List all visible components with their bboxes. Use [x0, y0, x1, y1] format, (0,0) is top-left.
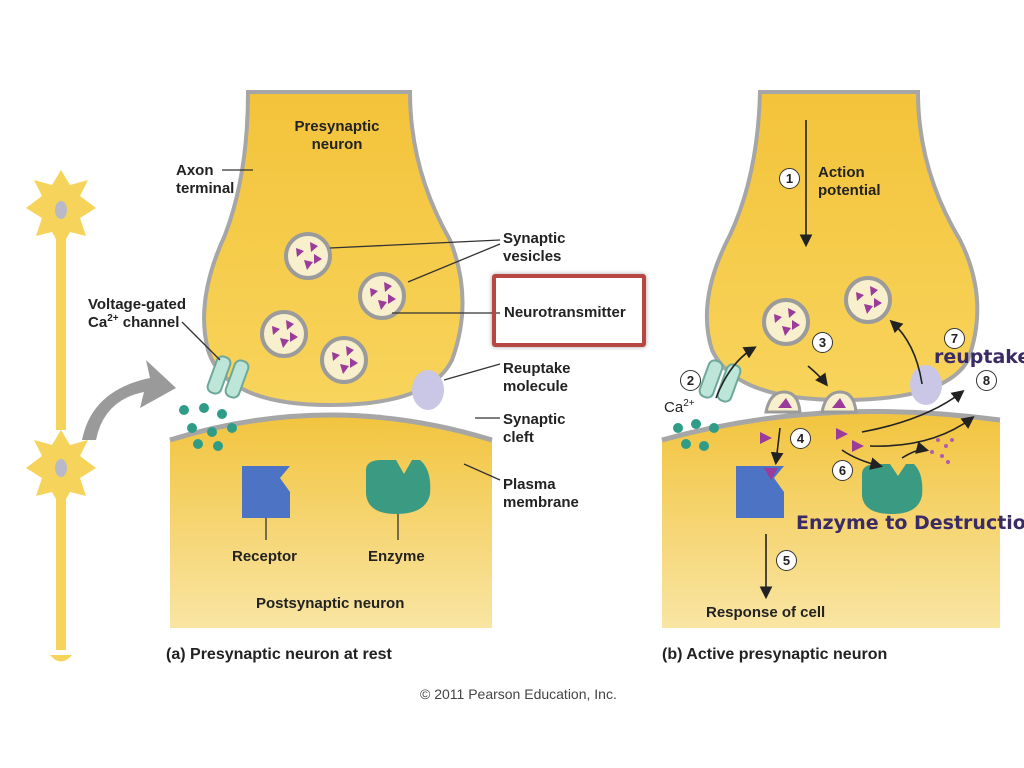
copyright-notice: © 2011 Pearson Education, Inc.: [420, 686, 617, 702]
label-axon-terminal: Axon terminal: [176, 162, 234, 198]
panel-b-arrows: [715, 120, 975, 600]
panel-b-reuptake-molecule: [910, 365, 942, 405]
label-reuptake-line1: Reuptake: [503, 360, 571, 377]
label-postsynaptic-neuron: Postsynaptic neuron: [256, 595, 405, 612]
label-receptor: Receptor: [232, 548, 298, 565]
step-7-marker: 7: [944, 328, 965, 349]
panel-a-receptor: [242, 466, 290, 518]
overlay-enzyme-to-destruction: Enzyme to Destruction: [796, 512, 1024, 534]
label-axon-line2: terminal: [176, 180, 235, 197]
step-6-marker: 6: [832, 460, 853, 481]
panel-a-ca-ions: [179, 403, 237, 451]
label-vesicles-line1: Synaptic: [503, 230, 566, 247]
label-synaptic-cleft: Synaptic cleft: [503, 411, 566, 447]
overlay-reuptake: reuptake: [934, 346, 1024, 368]
label-voltage-gated-line1: Voltage-gated: [88, 296, 187, 313]
step-5-marker: 5: [776, 550, 797, 571]
panel-b-bound-nt: [764, 468, 778, 480]
label-ca-superscript: 2+: [107, 313, 119, 324]
label-plasma-membrane: Plasma membrane: [503, 476, 579, 512]
panel-b-enzyme: [862, 464, 923, 514]
panel-a-reuptake-molecule: [412, 370, 444, 410]
step-1-marker: 1: [779, 168, 800, 189]
caption-a-text: Presynaptic neuron at rest: [190, 646, 392, 663]
label-ca-prefix: Ca: [88, 314, 108, 331]
label-channel-suffix: channel: [118, 314, 180, 331]
panel-b-fusing-vesicles: [764, 390, 858, 414]
label-reuptake-line2: molecule: [503, 378, 569, 395]
step-3-marker: 3: [812, 332, 833, 353]
neuron-icon-left: [26, 170, 96, 662]
label-reuptake-molecule: Reuptake molecule: [503, 360, 571, 396]
caption-b-text: Active presynaptic neuron: [686, 646, 888, 663]
label-ca-b-superscript: 2+: [683, 398, 695, 409]
neurotransmitter-highlight-box: [492, 274, 646, 347]
label-ca-ions-b: Ca2+: [664, 398, 695, 419]
label-neurotransmitter: Neurotransmitter: [504, 304, 626, 321]
label-action-line1: Action: [818, 164, 865, 181]
label-plasma-line2: membrane: [503, 494, 579, 511]
step-4-marker: 4: [790, 428, 811, 449]
caption-a-letter: (a): [166, 646, 186, 663]
step-8-marker: 8: [976, 370, 997, 391]
label-action-potential: Action potential: [818, 164, 881, 200]
panel-b-ca-ions: [673, 419, 719, 451]
caption-panel-a: (a) Presynaptic neuron at rest: [166, 646, 392, 664]
label-enzyme: Enzyme: [368, 548, 425, 565]
label-presynaptic-neuron: Presynaptic neuron: [292, 118, 382, 154]
label-synaptic-vesicles: Synaptic vesicles: [503, 230, 566, 266]
panel-a-leader-lines: [181, 169, 501, 540]
label-response-of-cell: Response of cell: [706, 604, 826, 621]
step-2-marker: 2: [680, 370, 701, 391]
label-cleft-line1: Synaptic: [503, 411, 566, 428]
pointer-arrow: [82, 360, 176, 440]
panel-b-fragments: [930, 438, 954, 464]
label-vesicles-line2: vesicles: [503, 248, 562, 265]
label-cleft-line2: cleft: [503, 429, 534, 446]
label-axon-line1: Axon: [176, 162, 214, 179]
panel-a-enzyme: [366, 460, 431, 514]
panel-b-receptor: [736, 466, 784, 518]
label-presynaptic-line2: neuron: [311, 136, 363, 153]
label-voltage-gated-channel: Voltage-gated Ca2+ channel: [88, 296, 186, 334]
panel-b-ca-channel: [698, 359, 742, 403]
label-action-line2: potential: [818, 182, 881, 199]
label-presynaptic-line1: Presynaptic: [294, 118, 380, 135]
caption-panel-b: (b) Active presynaptic neuron: [662, 646, 887, 664]
caption-b-letter: (b): [662, 646, 683, 663]
label-ca-b-prefix: Ca: [664, 399, 684, 416]
label-plasma-line1: Plasma: [503, 476, 556, 493]
panel-a-ca-channel: [206, 355, 250, 399]
label-ca-channel-line: Ca2+ channel: [88, 313, 186, 334]
